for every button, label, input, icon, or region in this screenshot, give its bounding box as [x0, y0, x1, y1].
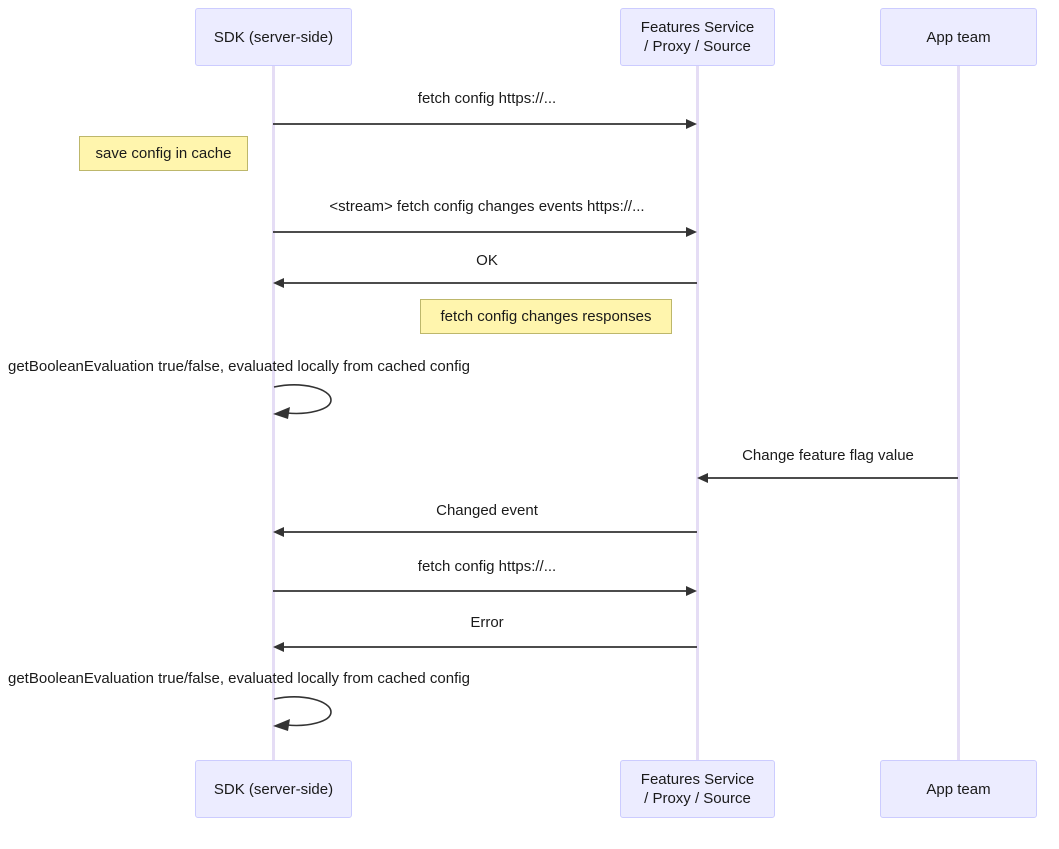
message-arrow-m5[interactable] [697, 471, 958, 485]
participant-app-bottom[interactable]: App team [880, 760, 1037, 818]
message-arrow-m2[interactable] [273, 225, 697, 239]
participant-label: App team [926, 780, 991, 798]
message-arrow-m3[interactable] [273, 276, 697, 290]
lifeline-app [957, 66, 960, 760]
participant-label: Features Service / Proxy / Source [640, 19, 755, 55]
message-label-m1: fetch config https://... [417, 90, 557, 107]
note-label: save config in cache [95, 145, 232, 162]
message-label-m9: getBooleanEvaluation true/false, evaluat… [8, 670, 470, 687]
note-n2[interactable]: fetch config changes responses [420, 299, 672, 334]
message-arrow-m6[interactable] [273, 525, 697, 539]
message-label-m4: getBooleanEvaluation true/false, evaluat… [8, 358, 470, 375]
lifeline-sdk [272, 66, 275, 760]
message-label-m3: OK [476, 252, 498, 269]
message-label-m8: Error [470, 614, 504, 631]
participant-label: Features Service / Proxy / Source [640, 771, 755, 807]
participant-features-top[interactable]: Features Service / Proxy / Source [620, 8, 775, 66]
message-selfloop-m9[interactable] [273, 695, 343, 735]
message-selfloop-m4[interactable] [273, 383, 343, 423]
message-label-m6: Changed event [436, 502, 538, 519]
participant-sdk-bottom[interactable]: SDK (server-side) [195, 760, 352, 818]
message-arrow-m1[interactable] [273, 117, 697, 131]
message-label-m7: fetch config https://... [417, 558, 557, 575]
note-n1[interactable]: save config in cache [79, 136, 248, 171]
message-arrow-m7[interactable] [273, 584, 697, 598]
participant-features-bottom[interactable]: Features Service / Proxy / Source [620, 760, 775, 818]
participant-app-top[interactable]: App team [880, 8, 1037, 66]
lifeline-features [696, 66, 699, 760]
note-label: fetch config changes responses [440, 308, 652, 325]
message-label-m5: Change feature flag value [742, 447, 914, 464]
participant-label: App team [926, 28, 991, 46]
message-label-m2: <stream> fetch config changes events htt… [329, 198, 645, 215]
message-arrow-m8[interactable] [273, 640, 697, 654]
participant-label: SDK (server-side) [213, 780, 334, 798]
participant-sdk-top[interactable]: SDK (server-side) [195, 8, 352, 66]
participant-label: SDK (server-side) [213, 28, 334, 46]
